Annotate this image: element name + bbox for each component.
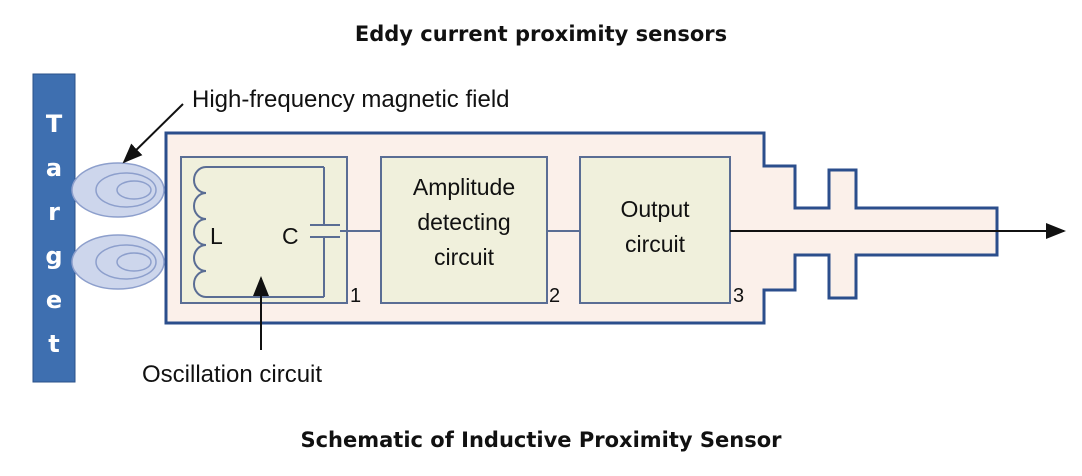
output-circuit-block: [579, 156, 731, 304]
target-bar: [32, 73, 76, 383]
block-number-1: 1: [350, 285, 361, 307]
output-circuit-label: Output circuit: [620, 196, 690, 257]
inductor-coil-icon: [193, 166, 324, 298]
block-label-line: Output: [620, 196, 690, 222]
inductor-label: L: [210, 223, 223, 249]
oscillation-circuit-label: Oscillation circuit: [142, 361, 322, 388]
target-label: T a r g e t: [45, 110, 62, 358]
target-letter: a: [46, 154, 62, 182]
oscillation-block: [180, 156, 348, 304]
magnetic-field-coils: [71, 162, 165, 290]
block-label-line: detecting: [417, 209, 510, 235]
capacitor-label: C: [282, 223, 299, 249]
target-letter: T: [46, 110, 63, 138]
diagram-caption: Schematic of Inductive Proximity Sensor: [300, 428, 782, 452]
block-number-2: 2: [549, 285, 560, 307]
magnetic-field-label: High-frequency magnetic field: [192, 86, 510, 113]
amplitude-detecting-label: Amplitude detecting circuit: [413, 174, 515, 270]
amplitude-detecting-block: [380, 156, 548, 304]
target-letter: t: [48, 330, 59, 358]
capacitor-icon: [310, 167, 340, 297]
block-label-line: Amplitude: [413, 174, 515, 200]
block-label-line: circuit: [434, 244, 495, 270]
target-letter: e: [46, 286, 62, 314]
block-number-3: 3: [733, 285, 744, 307]
block-label-line: circuit: [625, 231, 686, 257]
diagram-title: Eddy current proximity sensors: [354, 22, 728, 46]
target-letter: r: [48, 198, 60, 226]
field-pointer-arrow: [122, 103, 184, 164]
target-letter: g: [45, 242, 62, 270]
